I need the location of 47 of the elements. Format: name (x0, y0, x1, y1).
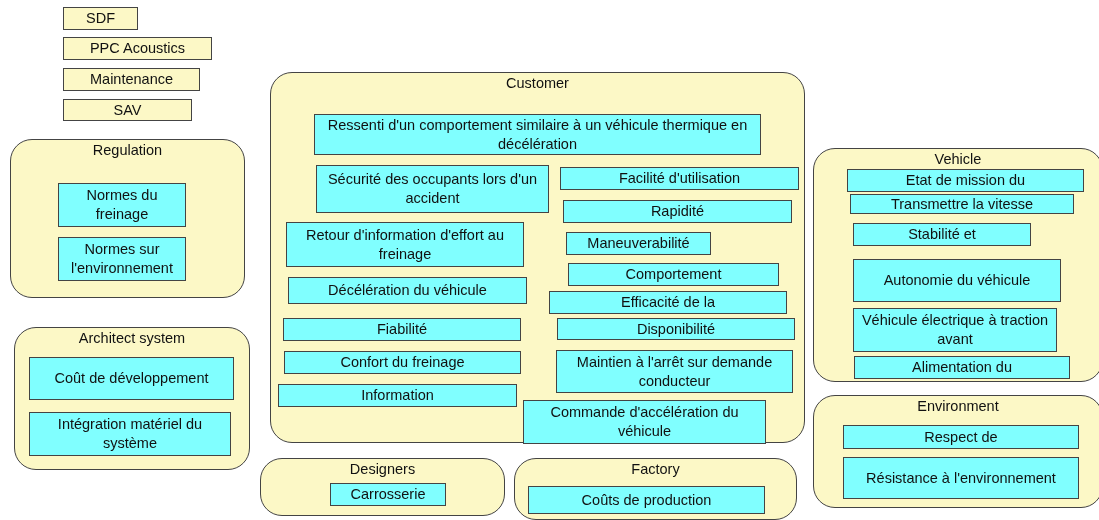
requirement-box: Décélération du véhicule (288, 277, 527, 304)
requirement-box: Normes du freinage (58, 183, 186, 227)
requirement-box: Maneuverabilité (566, 232, 711, 255)
group-title: Regulation (91, 142, 164, 158)
group-title: Environment (916, 398, 1000, 414)
requirement-box: Etat de mission du (847, 169, 1084, 192)
requirement-box: Normes sur l'environnement (58, 237, 186, 281)
requirement-box: Disponibilité (557, 318, 795, 340)
requirement-box: Information (278, 384, 517, 407)
stakeholder-group (813, 395, 1099, 508)
requirement-box: Efficacité de la (549, 291, 787, 314)
group-title: Factory (630, 461, 681, 477)
stakeholder-group (813, 148, 1099, 382)
stakeholder-box: PPC Acoustics (63, 37, 212, 60)
stakeholder-box: SAV (63, 99, 192, 121)
stakeholder-box: Maintenance (63, 68, 200, 91)
stakeholder-group (260, 458, 505, 516)
requirement-box: Sécurité des occupants lors d'un accident (316, 165, 549, 213)
requirement-box: Comportement (568, 263, 779, 286)
stakeholder-group (14, 327, 250, 470)
stakeholder-box: SDF (63, 7, 138, 30)
requirement-box: Résistance à l'environnement (843, 457, 1079, 499)
group-title: Architect system (77, 330, 187, 346)
requirement-box: Retour d'information d'effort au freinage (286, 222, 524, 267)
requirement-box: Carrosserie (330, 483, 446, 506)
requirement-box: Ressenti d'un comportement similaire à un véhicule thermique en décélération (314, 114, 761, 155)
requirement-box: Coûts de production (528, 486, 765, 514)
group-title: Designers (348, 461, 417, 477)
requirement-box: Véhicule électrique à traction avant (853, 308, 1057, 352)
requirement-box: Respect de (843, 425, 1079, 449)
group-title: Vehicle (933, 151, 983, 167)
requirement-box: Fiabilité (283, 318, 521, 341)
requirement-box: Commande d'accélération du véhicule (523, 400, 766, 444)
stakeholder-group (514, 458, 797, 520)
requirement-box: Transmettre la vitesse (850, 194, 1074, 214)
stakeholder-group (10, 139, 245, 298)
requirement-box: Maintien à l'arrêt sur demande conducteur (556, 350, 793, 393)
requirement-box: Rapidité (563, 200, 792, 223)
requirement-box: Alimentation du (854, 356, 1070, 379)
requirement-box: Intégration matériel du système (29, 412, 231, 456)
requirement-box: Autonomie du véhicule (853, 259, 1061, 302)
requirement-box: Coût de développement (29, 357, 234, 400)
requirement-box: Confort du freinage (284, 351, 521, 374)
requirement-box: Facilité d'utilisation (560, 167, 799, 190)
stakeholder-group (270, 72, 805, 443)
requirement-box: Stabilité et (853, 223, 1031, 246)
group-title: Customer (505, 75, 570, 91)
